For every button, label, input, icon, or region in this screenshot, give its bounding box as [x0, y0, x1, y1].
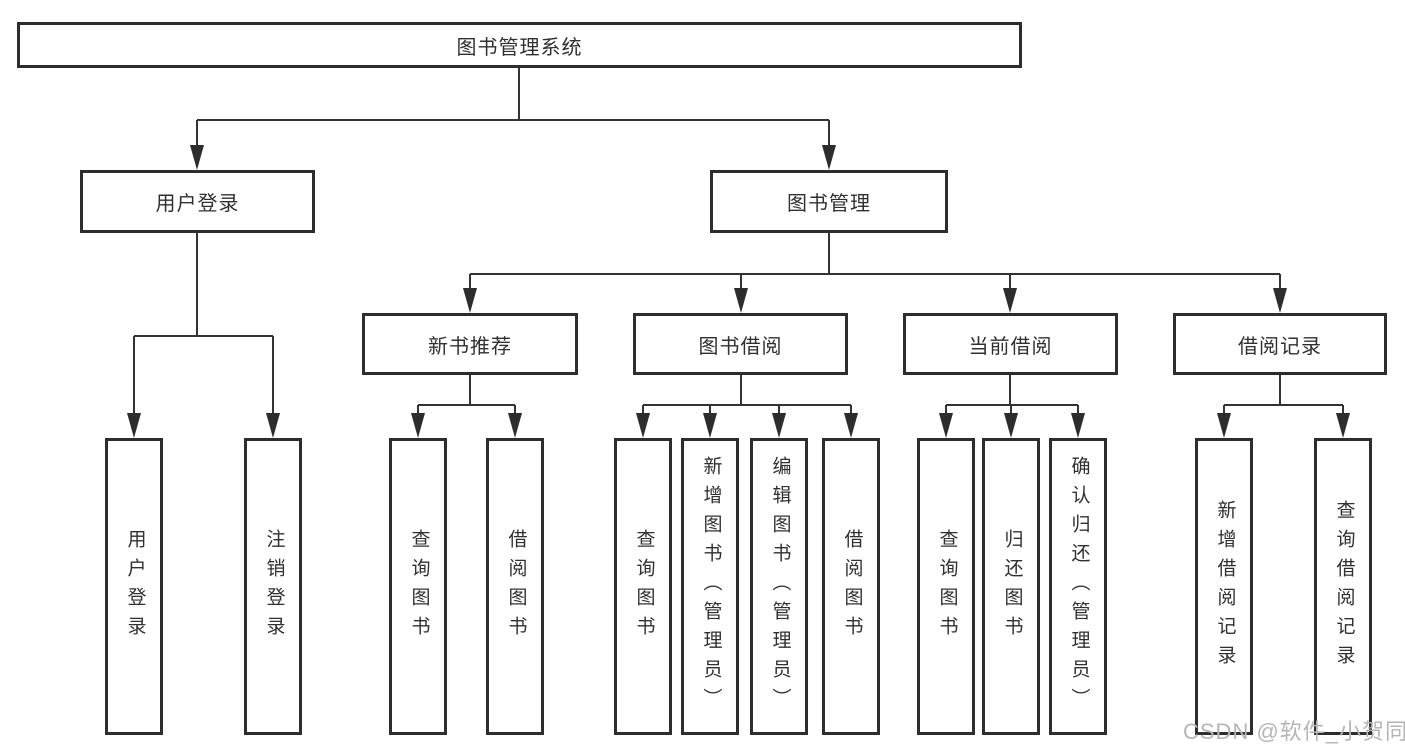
node-label: 图书管理	[787, 193, 871, 215]
node-label: 查询图书	[408, 528, 430, 645]
node-label: 新增借阅记录	[1214, 499, 1236, 674]
node-library-management-system: 图书管理系统	[17, 22, 1022, 68]
node-label: 图书管理系统	[456, 36, 583, 59]
leaf-query-borrow-record: 查询借阅记录	[1314, 438, 1372, 735]
csdn-watermark: CSDN @软件_小贺同学	[1183, 719, 1405, 744]
leaf-borrow-books-borrowing: 借阅图书	[822, 438, 880, 735]
leaf-edit-books-admin: 编辑图书（管理员）	[750, 438, 808, 735]
node-book-borrowing: 图书借阅	[633, 313, 848, 375]
leaf-query-books-borrowing: 查询图书	[614, 438, 672, 735]
node-label: 归还图书	[1001, 528, 1023, 645]
node-book-management: 图书管理	[710, 170, 948, 233]
node-label: 查询借阅记录	[1333, 499, 1355, 674]
leaf-borrow-books-recommend: 借阅图书	[486, 438, 544, 735]
node-label: 注销登录	[263, 528, 285, 645]
node-label: 编辑图书（管理员）	[769, 456, 791, 717]
node-label: 借阅记录	[1238, 335, 1322, 358]
node-label: 新增图书（管理员）	[700, 456, 722, 717]
node-user-login: 用户登录	[80, 170, 315, 233]
leaf-add-books-admin: 新增图书（管理员）	[681, 438, 739, 735]
leaf-query-books-recommend: 查询图书	[389, 438, 447, 735]
node-label: 用户登录	[155, 193, 240, 215]
node-label: 图书借阅	[698, 335, 783, 358]
leaf-logout: 注销登录	[244, 438, 302, 735]
leaf-return-books: 归还图书	[982, 438, 1040, 735]
node-new-book-recommendation: 新书推荐	[362, 313, 578, 375]
node-label: 当前借阅	[968, 335, 1053, 358]
node-current-borrowing: 当前借阅	[903, 313, 1118, 375]
leaf-query-books-current: 查询图书	[917, 438, 975, 735]
leaf-add-borrow-record: 新增借阅记录	[1195, 438, 1253, 735]
arrowheads	[127, 145, 1350, 438]
node-borrowing-records: 借阅记录	[1173, 313, 1387, 375]
leaf-user-login: 用户登录	[105, 438, 163, 735]
node-label: 借阅图书	[505, 528, 527, 645]
node-label: 查询图书	[936, 528, 958, 645]
node-label: 借阅图书	[841, 528, 863, 645]
node-label: 用户登录	[124, 528, 146, 645]
node-label: 新书推荐	[428, 335, 512, 358]
node-label: 确认归还（管理员）	[1068, 456, 1090, 717]
tree-edges	[133, 68, 1344, 416]
leaf-confirm-return-admin: 确认归还（管理员）	[1049, 438, 1107, 735]
node-label: 查询图书	[633, 528, 655, 645]
